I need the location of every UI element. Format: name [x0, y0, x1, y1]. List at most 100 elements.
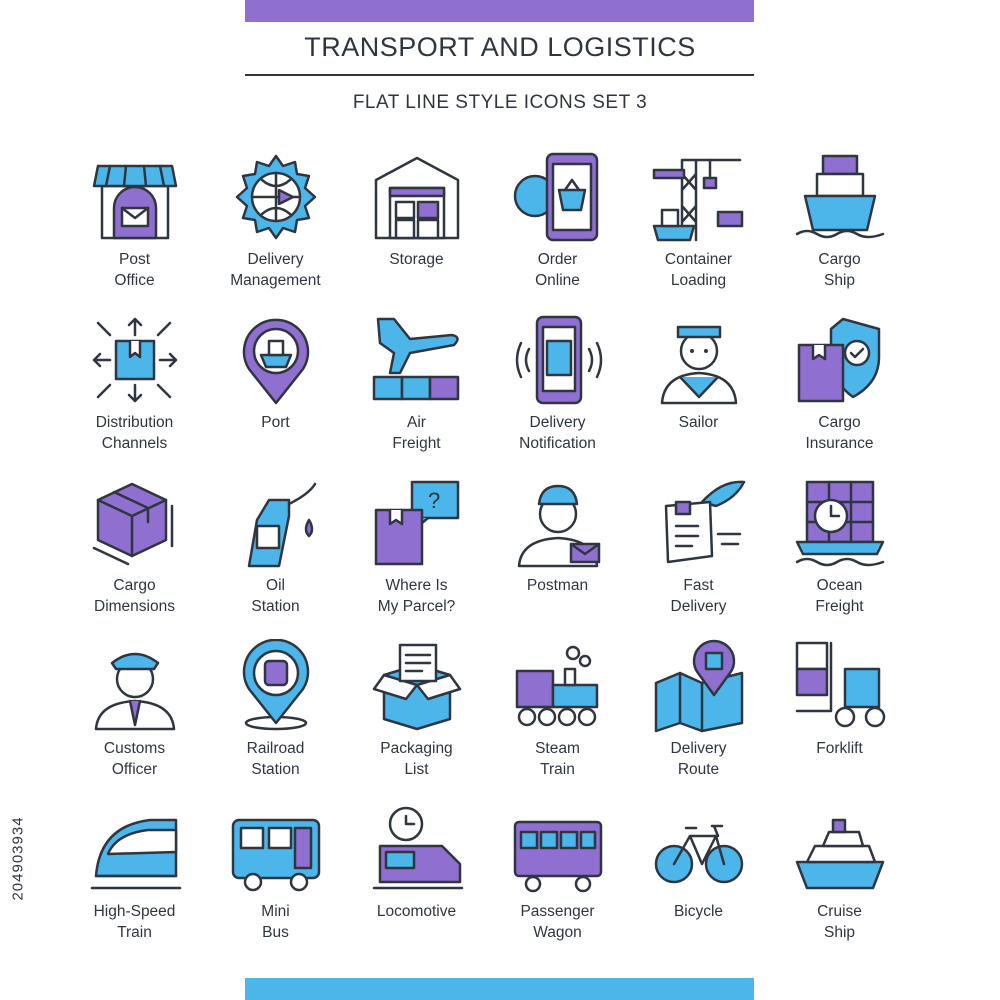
page-subtitle: FLAT LINE STYLE ICONS SET 3 [352, 92, 648, 113]
icon-label-line-1: Locomotive [376, 903, 457, 920]
icon-label-line-1: Mini [261, 903, 290, 920]
packaging-list-icon [372, 643, 462, 731]
icon-label-line-2: Management [230, 272, 321, 289]
icon-label-line-1: Distribution [95, 414, 174, 431]
icon-label-line-1: Delivery [529, 414, 586, 431]
icon-label-line-1: Forklift [816, 740, 863, 757]
icon-label-line-1: Cruise [817, 903, 862, 920]
icon-label-line-2: List [404, 761, 429, 778]
postman-icon [517, 484, 601, 568]
title-divider [245, 74, 754, 76]
icon-card: Locomotive [346, 797, 487, 960]
icon-label-line-1: Port [261, 414, 290, 431]
icon-card: Port [205, 308, 346, 471]
icon-label-line-1: Customs [103, 740, 166, 757]
stock-id-text: 204903934 [9, 816, 27, 901]
order-online-icon [513, 152, 599, 242]
oil-station-icon [247, 482, 317, 568]
icon-label-line-2: Station [251, 598, 300, 615]
storage-icon [374, 156, 460, 240]
icon-label-line-2: My Parcel? [377, 598, 456, 615]
icon-label-line-2: Officer [111, 761, 158, 778]
icon-label: Where Is My Parcel? [346, 575, 487, 617]
high-speed-train-icon [90, 818, 182, 890]
passenger-wagon-icon [513, 820, 603, 893]
delivery-notification-icon [515, 315, 603, 405]
container-loading-icon [652, 158, 744, 242]
delivery-route-icon [654, 639, 744, 733]
icon-card: Postman [487, 471, 628, 634]
icon-label-line-1: Container [664, 251, 733, 268]
icon-label-line-2: Notification [519, 435, 596, 452]
icon-card: Bicycle [628, 797, 769, 960]
icon-label-line-1: Bicycle [673, 903, 724, 920]
icon-label-line-1: Sailor [678, 414, 719, 431]
cargo-insurance-icon [797, 317, 881, 403]
icon-label: Storage [346, 249, 487, 270]
icon-label-line-2: Office [114, 272, 155, 289]
bottom-accent-band [245, 978, 754, 1000]
icon-label-line-1: Air [407, 414, 426, 431]
icon-label-line-2: Freight [815, 598, 864, 615]
cargo-ship-icon [795, 154, 885, 239]
top-accent-band [245, 0, 754, 22]
icon-label-line-2: Freight [392, 435, 441, 452]
icon-label-line-2: Ship [823, 272, 856, 289]
icon-label-line-1: Delivery [670, 740, 727, 757]
stock-id-watermark: 204903934 [8, 760, 28, 960]
icon-label-line-1: Where Is [385, 577, 448, 594]
icon-label-line-1: Railroad [246, 740, 305, 757]
icon-label-line-1: High-Speed [93, 903, 176, 920]
icon-label-line-2: Online [535, 272, 580, 289]
icon-label-line-2: Station [251, 761, 300, 778]
icon-label-line-1: Cargo [818, 414, 861, 431]
icon-label-line-2: Insurance [805, 435, 874, 452]
icon-label-line-1: Steam [535, 740, 580, 757]
icon-label-line-1: Post [118, 251, 150, 268]
icon-label: Bicycle [628, 901, 769, 922]
icon-label-line-1: Postman [526, 577, 589, 594]
ocean-freight-icon [795, 480, 885, 567]
sailor-icon [660, 325, 738, 405]
icon-label-line-1: Oil [266, 577, 285, 594]
icon-label-line-1: Delivery [247, 251, 304, 268]
icon-card: Sailor [628, 308, 769, 471]
delivery-management-icon [235, 154, 317, 240]
fast-delivery-icon [664, 480, 746, 564]
icon-label: Locomotive [346, 901, 487, 922]
icon-label: Postman [487, 575, 628, 596]
